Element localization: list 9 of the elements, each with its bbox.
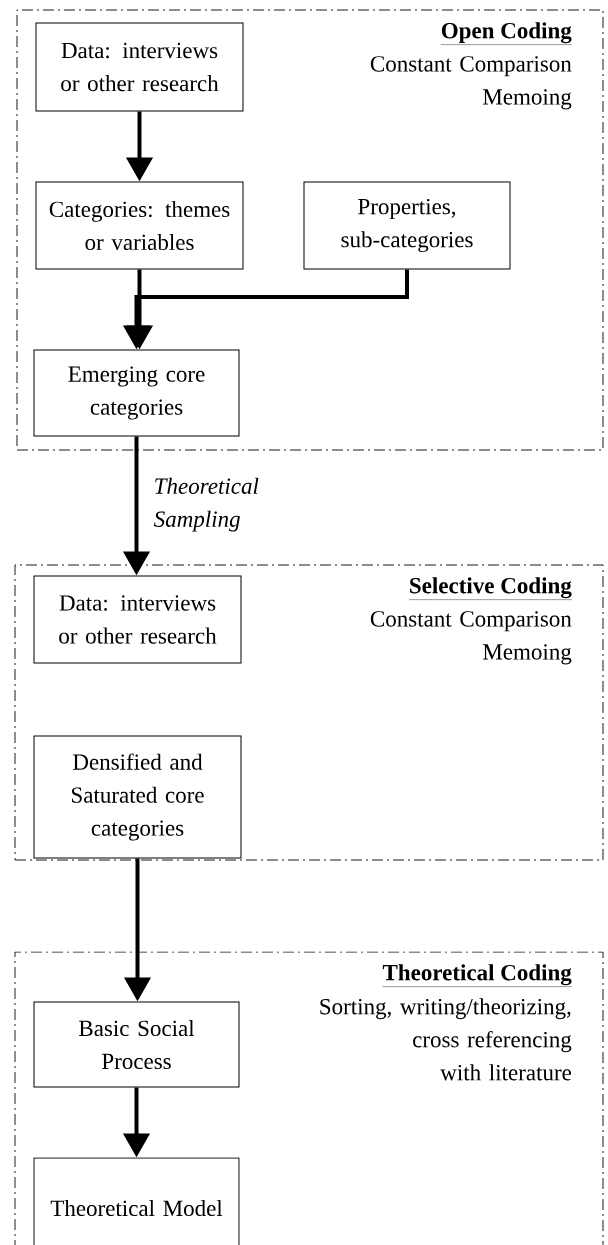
process-box: Data: interviews or other research [33, 575, 242, 664]
process-box: Categories: themes or variables [35, 181, 244, 270]
process-box: Data: interviews or other research [35, 22, 244, 112]
process-box: Densified and Saturated core categories [33, 735, 242, 859]
process-box: Basic Social Process [33, 1001, 240, 1088]
edge-label: Theoretical Sampling [153, 477, 259, 532]
process-box: Properties, sub-categories [303, 181, 511, 270]
process-box: Theoretical Model [33, 1157, 240, 1245]
process-box: Emerging core categories [33, 349, 240, 437]
